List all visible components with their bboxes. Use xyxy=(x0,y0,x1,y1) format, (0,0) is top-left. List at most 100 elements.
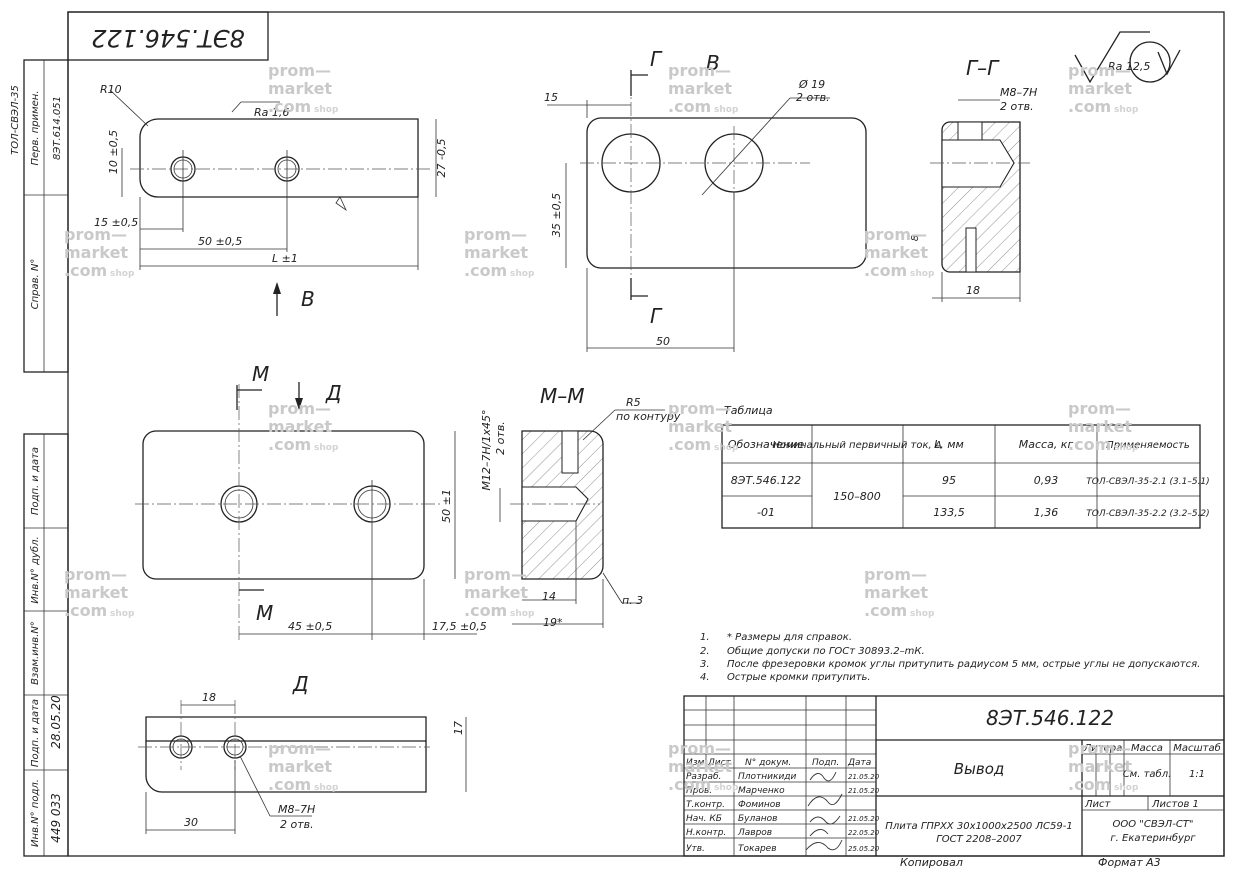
mm-dim-14: 14 xyxy=(542,590,556,603)
side-perv-value: 8ЭТ.614.051 xyxy=(52,96,63,160)
side-inv-podl: Инв.N° подл. xyxy=(30,779,41,847)
tb-material-1: Плита ГПРХХ 30х1000х2500 ЛС59-1 xyxy=(885,821,1072,832)
v2-dim-35: 35 ±0,5 xyxy=(550,193,563,237)
kopiroval-label: Копировал xyxy=(900,856,963,869)
m-bottom-label: М xyxy=(256,601,273,625)
tb-name-5: Токарев xyxy=(738,844,777,854)
note-4: Острые кромки притупить. xyxy=(727,672,871,683)
tb-head-ndokum: N° докум. xyxy=(745,758,791,768)
v4-dim-30: 30 xyxy=(184,816,198,829)
table-r0c4: ТОЛ-СВЭЛ-35-2.1 (3.1–5.1) xyxy=(1086,477,1209,487)
roughness-symbol: Ra 12,5 xyxy=(1074,31,1181,84)
table-r1c4: ТОЛ-СВЭЛ-35-2.2 (3.2–5.2) xyxy=(1086,509,1209,519)
tb-head-data: Дата xyxy=(847,758,871,768)
tb-name-2: Фоминов xyxy=(738,800,781,810)
tb-role-0: Разраб. xyxy=(686,772,721,782)
section-gg: Г–Г М8–7Н 2 отв. 8 18 xyxy=(910,56,1037,302)
side-top-label: ТОЛ-СВЭЛ-35 xyxy=(10,85,21,155)
section-mm: М–М R5 по контуру М12–7Н/1х45° 2 отв. 14… xyxy=(480,384,681,629)
tb-role-3: Нач. КБ xyxy=(686,814,722,824)
d-label: Д xyxy=(325,381,342,405)
tb-name-4: Лавров xyxy=(737,828,772,838)
mm-p3: п. 3 xyxy=(622,594,643,607)
table-caption: Таблица xyxy=(724,404,773,417)
tb-date-4: 22.05.20 xyxy=(848,829,880,837)
ra-label: Ra 1,6 xyxy=(254,106,289,119)
d-bottom-label: Д xyxy=(292,672,309,696)
dim-27: 27 -0,5 xyxy=(435,139,448,178)
table-h1: Номинальный первичный ток, А xyxy=(772,440,942,451)
table-r1c2: 133,5 xyxy=(933,506,965,519)
dim-l: L ±1 xyxy=(272,252,298,265)
v2-otv-label: 2 отв. xyxy=(796,91,830,104)
tb-list: Лист xyxy=(1084,799,1112,810)
table-r0c0: 8ЭТ.546.122 xyxy=(731,474,801,487)
tb-material-2: ГОСТ 2208–2007 xyxy=(936,834,1022,845)
view-bottom-left: Д 18 17 М8–7Н 2 отв. 30 xyxy=(138,672,467,834)
section-gg-title: Г–Г xyxy=(966,56,1000,80)
table-r1c0: -01 xyxy=(757,506,775,519)
v2-dim-15: 15 xyxy=(544,91,558,104)
top-stamp-code: 8ЭТ.546.122 xyxy=(91,24,245,52)
tb-massa: Масса xyxy=(1131,743,1163,754)
dim-15: 15 ±0,5 xyxy=(94,216,138,229)
side-perv-primen: Перв. примен. xyxy=(30,90,41,165)
table-h4: Применяемость xyxy=(1106,440,1190,451)
tb-massa-val: См. табл. xyxy=(1123,768,1172,780)
v4-otv: 2 отв. xyxy=(280,818,314,831)
tb-role-5: Утв. xyxy=(686,844,705,854)
tb-masshtab: Масштаб xyxy=(1173,742,1221,754)
section-mm-title: М–М xyxy=(540,384,585,408)
gg-thread: М8–7Н xyxy=(1000,86,1037,99)
v4-dim-17: 17 xyxy=(452,721,465,735)
tb-name-0: Плотникиди xyxy=(738,772,797,782)
dim-10: 10 ±0,5 xyxy=(107,130,120,174)
tb-head-list: Лист xyxy=(707,758,732,768)
tb-name-1: Марченко xyxy=(738,786,785,796)
gg-dim-18: 18 xyxy=(966,284,980,297)
dim-50: 50 ±0,5 xyxy=(198,235,242,248)
tb-date-5: 25.05.20 xyxy=(848,845,880,853)
v3-dim-50: 50 ±1 xyxy=(440,489,453,523)
title-block: 8ЭТ.546.122 Вывод Литера Масса Масштаб С… xyxy=(683,695,1225,857)
side-inv-value: 449 033 xyxy=(49,793,63,843)
signatures xyxy=(805,771,843,851)
mm-r5: R5 xyxy=(626,396,641,409)
tb-date-3: 21.05.20 xyxy=(848,815,880,823)
roughness-ra: Ra 12,5 xyxy=(1108,60,1150,73)
top-stamp-box xyxy=(67,11,269,61)
tb-date-1: 21.05.20 xyxy=(848,787,880,795)
svg-text:2.: 2. xyxy=(700,646,710,657)
v2-dim-50: 50 xyxy=(656,335,670,348)
view-b-label: В xyxy=(706,51,720,75)
tb-role-4: Н.контр. xyxy=(686,828,726,838)
v4-thread: М8–7Н xyxy=(278,803,315,816)
tb-org-1: ООО "СВЭЛ-СТ" xyxy=(1112,819,1193,830)
table-r0c3: 0,93 xyxy=(1034,474,1059,487)
side-vzam-inv: Взам.инв.N° xyxy=(30,621,41,685)
side-sprav: Справ. N° xyxy=(30,259,41,310)
svg-text:4.: 4. xyxy=(700,672,710,683)
gg-dim-8: 8 xyxy=(910,235,921,241)
mm-po-konturu: по контуру xyxy=(616,410,681,423)
tb-code: 8ЭТ.546.122 xyxy=(986,706,1114,730)
note-3: После фрезеровки кромок углы притупить р… xyxy=(727,659,1200,670)
table-h3: Масса, кг xyxy=(1019,438,1074,451)
v3-dim-175: 17,5 ±0,5 xyxy=(432,620,487,633)
side-inv-dubl: Инв.N° дубл. xyxy=(29,536,41,603)
side-date-value: 28.05.20 xyxy=(49,695,63,749)
mm-otv: 2 отв. xyxy=(494,421,507,455)
notes: 1. 2. 3. 4. * Размеры для справок. Общие… xyxy=(700,632,1200,683)
svg-text:1.: 1. xyxy=(700,632,710,643)
tb-role-2: Т.контр. xyxy=(686,800,725,810)
tb-date-0: 21.05.20 xyxy=(848,773,880,781)
r10-label: R10 xyxy=(100,83,122,96)
v4-dim-18: 18 xyxy=(202,691,216,704)
mm-thread: М12–7Н/1х45° xyxy=(480,410,493,491)
tb-listov: Листов 1 xyxy=(1151,799,1199,810)
table-r0c1: 150–800 xyxy=(833,490,881,503)
tb-name-3: Буланов xyxy=(738,814,777,824)
side-podp-data-2: Подп. и дата xyxy=(30,699,41,767)
tb-org-2: г. Екатеринбург xyxy=(1110,832,1196,844)
